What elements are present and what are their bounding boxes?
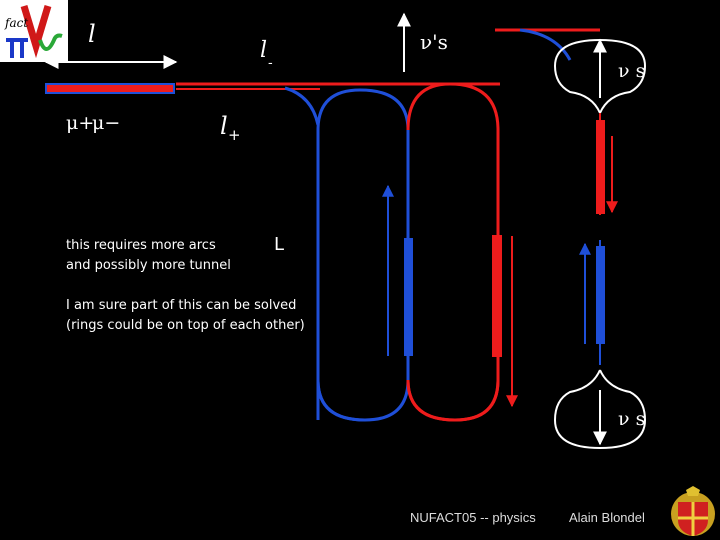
- label-l-minus: l: [260, 38, 268, 63]
- label-l-plus-sub: +: [228, 126, 241, 144]
- logo-text: fact: [5, 16, 29, 30]
- ring-outer-left: [316, 379, 366, 422]
- nufact-logo-graphic: [6, 4, 63, 59]
- label-l-top: l: [88, 20, 96, 48]
- university-seal: [671, 486, 715, 536]
- label-mu-minus: μ−: [92, 112, 121, 134]
- red-decay-straight: [492, 235, 502, 357]
- lower-white-loop: [553, 369, 647, 450]
- right-red-straight: [596, 120, 605, 214]
- ring-outer-right: [406, 379, 500, 422]
- blue-ring: [316, 88, 410, 422]
- right-top-blue-curve: [519, 28, 572, 61]
- note-arcs-line1: this requires more arcs: [66, 238, 216, 253]
- nufact-logo: fact: [0, 0, 68, 62]
- blue-merge-curve: [284, 86, 320, 126]
- label-l-plus: l: [220, 112, 228, 140]
- upper-white-loop: [553, 38, 647, 114]
- label-nu-right-top: ν s: [618, 60, 646, 82]
- label-nu-top: ν's: [420, 30, 448, 54]
- note-arcs-line2: and possibly more tunnel: [66, 258, 231, 273]
- label-nu-right-bottom: ν s: [618, 408, 646, 430]
- blue-decay-straight: [404, 238, 413, 356]
- linac-bar: [45, 83, 175, 94]
- footer-author: Alain Blondel: [569, 510, 645, 525]
- label-mu-plus: μ+: [66, 112, 95, 134]
- note-rings: I am sure part of this can be solved (ri…: [66, 296, 305, 336]
- right-blue-straight: [596, 246, 605, 344]
- note-rings-line1: I am sure part of this can be solved: [66, 298, 297, 313]
- footer-conference: NUFACT05 -- physics: [410, 510, 536, 525]
- label-l-minus-sub: -: [268, 56, 273, 71]
- note-arcs: this requires more arcs and possibly mor…: [66, 236, 231, 276]
- note-rings-line2: (rings could be on top of each other): [66, 318, 305, 333]
- red-ring: [406, 82, 500, 422]
- label-L: L: [274, 234, 285, 255]
